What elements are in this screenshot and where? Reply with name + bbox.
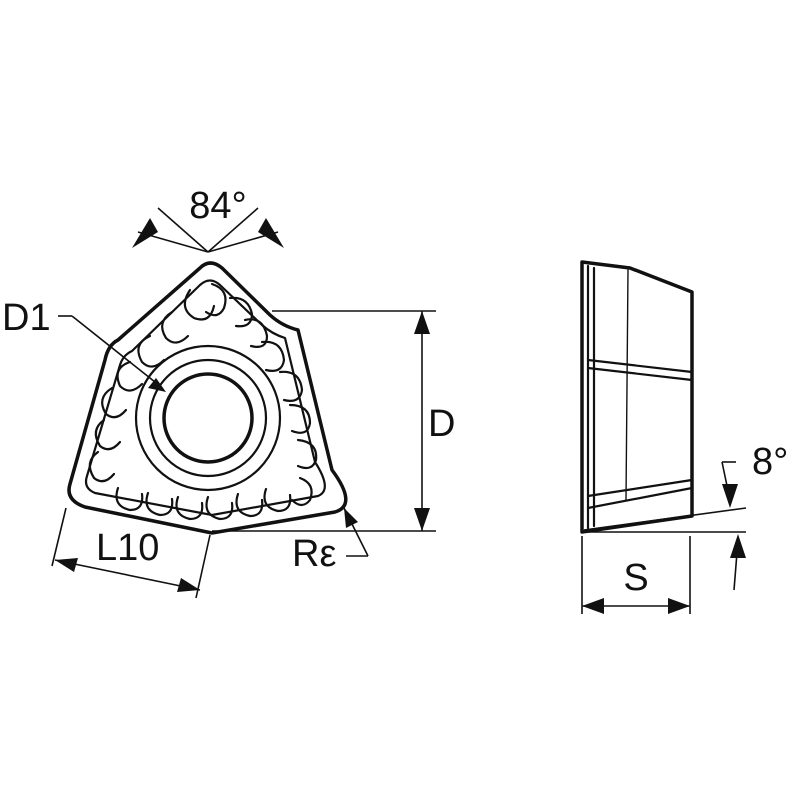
arrow-icon [55, 558, 78, 572]
l10-dimension: L10 [51, 507, 211, 599]
angle-8-label: 8° [752, 441, 788, 483]
insert-side-view [580, 260, 694, 534]
lobe [204, 282, 227, 317]
lobe [290, 476, 313, 507]
lobe [243, 318, 269, 348]
lobe [288, 403, 312, 434]
lobe [115, 486, 144, 512]
arrow-icon [414, 311, 430, 334]
arrow-icon [148, 378, 166, 392]
lobe [263, 487, 292, 513]
lobe [175, 495, 204, 521]
chipbreaker-lobes [88, 282, 318, 521]
center-hole [162, 372, 254, 464]
arrow-icon [258, 218, 284, 248]
lobe [235, 492, 264, 518]
s-dimension: S [581, 536, 691, 614]
lobe [260, 340, 286, 372]
d-label: D [428, 403, 455, 445]
lobe [278, 370, 304, 402]
r-epsilon-dimension: Rε [292, 507, 369, 575]
chipbreaker-outline [84, 279, 326, 517]
angle-84-dimension: 84° [132, 185, 284, 253]
arrow-icon [177, 578, 200, 592]
angle-84-label: 84° [189, 185, 246, 227]
lobe [205, 495, 234, 521]
side-outline [580, 260, 694, 534]
land-circle [134, 344, 282, 492]
lobe [116, 360, 144, 392]
arrow-icon [722, 484, 738, 508]
r-epsilon-label: Rε [292, 533, 336, 575]
insert-front-view [67, 261, 348, 535]
d-dimension: D [212, 310, 455, 532]
arrow-icon [730, 534, 746, 558]
arrow-icon [414, 508, 430, 531]
s-label: S [623, 557, 648, 599]
lobe [101, 386, 128, 419]
lobe [228, 296, 254, 328]
d1-label: D1 [2, 297, 51, 339]
lobe [296, 438, 318, 470]
lobe [88, 450, 116, 483]
d1-dimension: D1 [2, 297, 166, 392]
arrow-icon [344, 508, 358, 528]
arrow-icon [132, 218, 158, 248]
lobe [145, 491, 174, 517]
lobe [161, 310, 190, 344]
lobe [137, 334, 166, 368]
arrow-icon [582, 598, 604, 614]
insert-outline [67, 261, 348, 535]
counterbore-circle [148, 358, 268, 478]
arrow-icon [668, 598, 690, 614]
lobe [94, 418, 122, 451]
l10-label: L10 [96, 527, 159, 569]
angle-8-dimension: 8° [583, 441, 788, 591]
